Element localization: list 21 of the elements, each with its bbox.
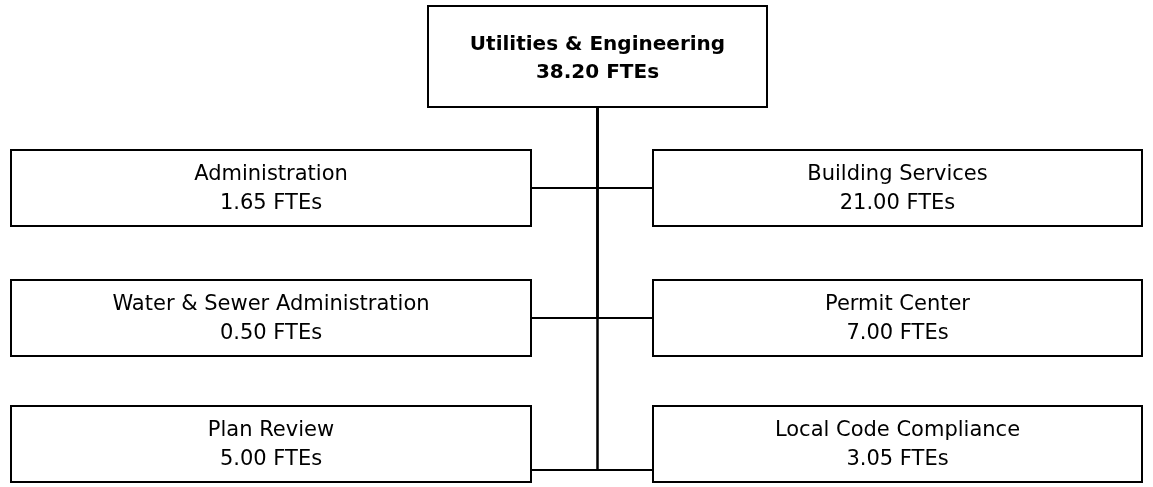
fte-count: 21.00 FTEs	[839, 189, 956, 216]
fte-count: 5.00 FTEs	[219, 445, 323, 472]
department-box	[427, 5, 768, 108]
unit-name: Permit Center	[825, 289, 970, 317]
division-box	[10, 279, 532, 357]
unit-name: Local Code Compliance	[774, 415, 1021, 443]
fte-count: 1.65 FTEs	[219, 189, 323, 216]
fte-count: 0.50 FTEs	[219, 319, 323, 346]
fte-count: 3.05 FTEs	[846, 445, 949, 472]
unit-name: Plan Review	[207, 415, 335, 443]
fte-count: 38.20 FTEs	[535, 57, 660, 85]
division-box	[652, 279, 1143, 357]
unit-name: Water & Sewer Administration	[112, 289, 430, 317]
division-box	[652, 405, 1143, 483]
unit-name: Administration	[194, 159, 348, 187]
unit-name: Building Services	[807, 159, 988, 187]
division-box	[652, 149, 1143, 227]
fte-count: 7.00 FTEs	[846, 319, 949, 346]
unit-name: Utilities & Engineering	[469, 29, 726, 57]
division-box	[10, 405, 532, 483]
division-box	[10, 149, 532, 227]
